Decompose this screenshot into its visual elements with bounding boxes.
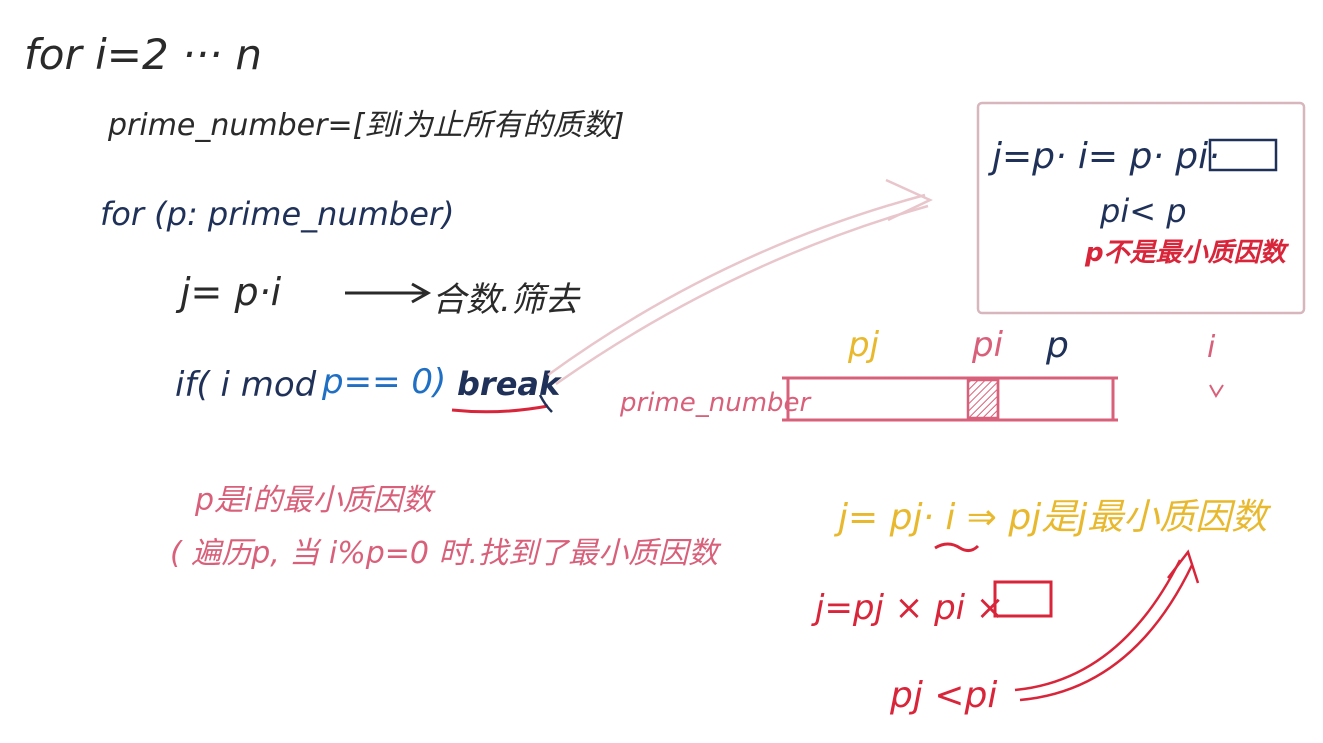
traversal-explanation: ( 遍历p, 当 i%p=0 时.找到了最小质因数 (170, 536, 719, 571)
box-not-smallest-factor: p不是最小质因数 (1085, 238, 1286, 268)
break-arrow-tail (538, 394, 553, 413)
product-placeholder-square (993, 580, 1053, 618)
box-j-expansion: j=p· i= p· pi· (992, 136, 1220, 177)
array-label-pi: pi (972, 325, 1004, 365)
explanation-box (976, 101, 1306, 315)
if-mod-condition: if( i mod (175, 365, 317, 405)
box-placeholder-square (1208, 138, 1278, 172)
pj-smallest-factor-line: j= pj· i ⇒ pj是j最小质因数 (838, 497, 1268, 538)
j-assignment: j= p·i (180, 270, 282, 314)
array-name-label: prime_number (620, 388, 811, 418)
composite-removed-note: 合数.筛去 (432, 280, 579, 320)
box-pi-less-p: pi< p (1100, 192, 1187, 230)
array-label-pj: pj (848, 325, 880, 365)
pj-less-pi-arrow (1014, 549, 1200, 702)
mod-p-equals-zero: p== 0) (322, 362, 447, 402)
i-tilde (934, 542, 980, 553)
j-product-line: j=pj × pi × (815, 588, 1005, 628)
prime-array-bar (786, 376, 1115, 422)
i-down-arrow (1209, 384, 1224, 398)
array-label-i: i (1207, 330, 1216, 365)
smallest-prime-factor-note: p是i的最小质因数 (195, 483, 433, 518)
break-to-box-arrow (547, 178, 933, 386)
array-label-p: p (1046, 325, 1069, 366)
break-underline (451, 404, 549, 414)
inner-for-loop: for (p: prime_number) (100, 195, 455, 233)
composite-arrow (345, 282, 432, 304)
outer-for-loop: for i=2 ··· n (24, 30, 263, 79)
pj-less-pi-line: pj <pi (890, 675, 998, 716)
array-cell-pi (966, 378, 1000, 420)
prime-number-definition: prime_number=[到i为止所有的质数] (108, 108, 625, 143)
break-keyword: break (457, 365, 561, 403)
